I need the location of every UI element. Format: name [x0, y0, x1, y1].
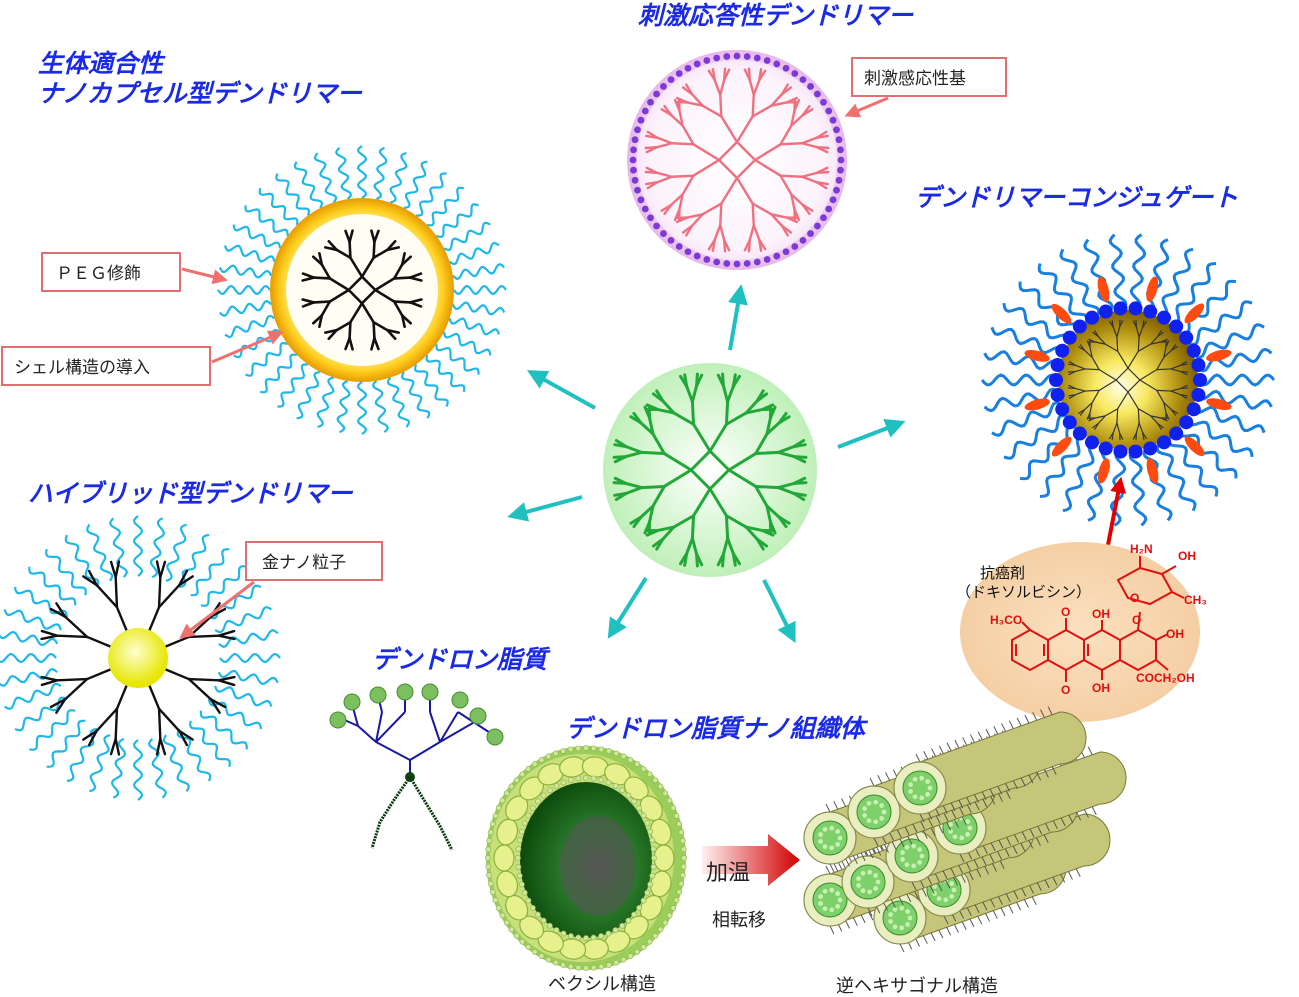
chem-coch2oh: COCH₂OH	[1136, 671, 1195, 685]
title-biocompatible-line2: ナノカプセル型デンドリマー	[38, 79, 363, 108]
doxorubicin-structure	[1011, 556, 1185, 682]
arrow-to-stimuli	[728, 284, 748, 351]
stimuli-responsive-dendrimer	[627, 50, 847, 270]
chem-o-bottom: O	[1061, 683, 1070, 697]
hybrid-dendrimer	[0, 515, 281, 801]
gold-label-callout: 金ナノ粒子	[179, 541, 383, 639]
chem-oh-mid: OH	[1092, 607, 1110, 621]
title-hybrid-dendrimer: ハイブリッド型デンドリマー	[28, 479, 354, 508]
phase-transition-label: 相転移	[712, 910, 766, 931]
dendron-lipid	[329, 683, 504, 851]
vesicle-structure	[485, 745, 687, 971]
center-dendrimer	[603, 363, 817, 577]
arrow-to-hybrid	[507, 495, 583, 522]
arrow-to-dendron-lipid	[607, 576, 648, 639]
title-stimuli-responsive: 刺激応答性デンドリマー	[638, 1, 914, 30]
title-dendron-lipid: デンドロン脂質	[372, 645, 551, 674]
hexagonal-caption: 逆ヘキサゴナル構造	[836, 976, 998, 997]
stimuli-group-label: 刺激感応性基	[864, 69, 966, 89]
chem-oh-bottom: OH	[1092, 681, 1110, 695]
title-dendron-lipid-assembly: デンドロン脂質ナノ組織体	[566, 714, 869, 743]
relation-arrows	[507, 284, 906, 644]
heating-label: 加温	[706, 861, 750, 886]
chem-h3co: H₃CO	[990, 613, 1022, 627]
drug-name-line1: 抗癌剤	[980, 564, 1025, 582]
drug-arrow	[1106, 476, 1127, 546]
drug-name-line2: （ドキソルビシン）	[956, 583, 1091, 601]
chem-o-top: O	[1061, 605, 1070, 619]
chem-o-link: O	[1132, 613, 1141, 627]
vesicle-caption: ベクシル構造	[548, 974, 656, 995]
doxorubicin-panel: 抗癌剤 （ドキソルビシン）	[956, 542, 1207, 722]
title-dendrimer-conjugate: デンドリマーコンジュゲート	[915, 183, 1238, 212]
chem-oh-right: OH	[1166, 627, 1184, 641]
peg-label: ＰＥＧ修飾	[56, 264, 141, 284]
dendrimer-conjugate	[980, 233, 1276, 527]
stimuli-label-callout: 刺激感応性基	[844, 57, 1007, 118]
arrow-to-assembly	[762, 579, 796, 644]
title-biocompatible-line1: 生体適合性	[38, 49, 166, 78]
shell-label-callout: シェル構造の導入	[1, 330, 284, 386]
chem-o-sugar: O	[1130, 591, 1139, 605]
heating-transition: 加温 相転移	[702, 834, 800, 931]
chem-ch3: CH₃	[1184, 593, 1207, 607]
gold-label: 金ナノ粒子	[262, 553, 346, 573]
gold-nanoparticle	[108, 628, 168, 688]
shell-label: シェル構造の導入	[14, 358, 150, 378]
peg-label-callout: ＰＥＧ修飾	[41, 252, 228, 292]
nanocapsule-dendrimer	[217, 145, 507, 435]
inverse-hexagonal-structure	[803, 706, 1127, 953]
chem-oh-top: OH	[1178, 549, 1196, 563]
arrow-to-nanocapsule	[527, 370, 596, 410]
arrow-to-conjugate	[837, 418, 906, 449]
chem-h2n: H₂N	[1130, 542, 1153, 556]
